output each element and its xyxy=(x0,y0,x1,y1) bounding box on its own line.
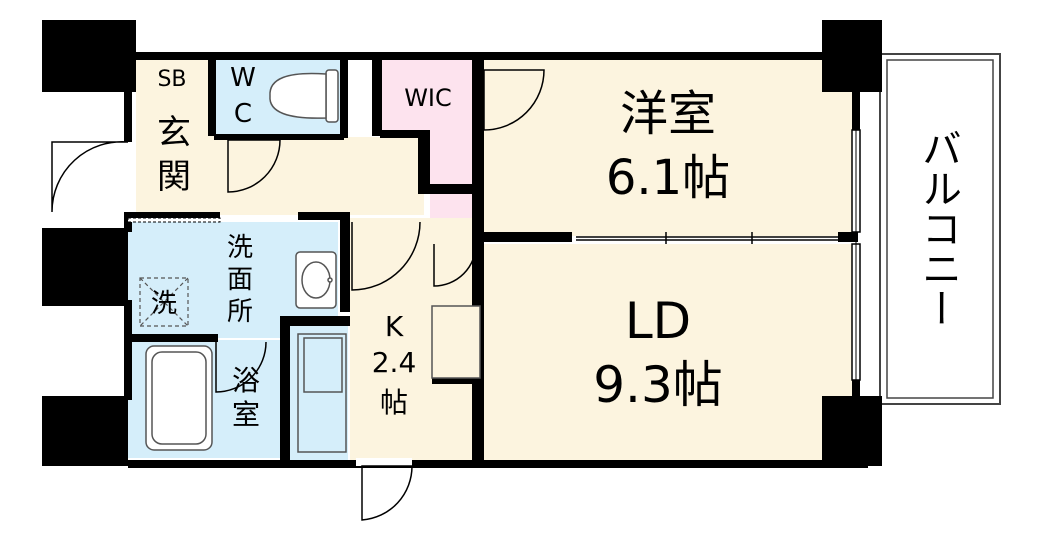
fridge-icon xyxy=(297,333,347,453)
yoshitsu-size: 6.1帖 xyxy=(606,150,730,206)
genkan-label-1: 玄 xyxy=(157,113,191,153)
closet-door xyxy=(433,243,477,287)
wall xyxy=(42,20,136,92)
wc-label-w: W xyxy=(230,63,256,93)
service-door xyxy=(361,465,413,521)
wall xyxy=(380,130,430,138)
wall xyxy=(418,184,478,194)
wall xyxy=(124,300,132,400)
genkan-label-2: 関 xyxy=(157,157,191,197)
yokushitsu-label-1: 浴 xyxy=(232,364,260,397)
toilet-icon xyxy=(269,69,339,123)
wall xyxy=(42,228,128,306)
wall xyxy=(418,134,430,184)
wall xyxy=(340,58,348,138)
sink-icon xyxy=(295,251,337,309)
wc-label-c: C xyxy=(234,99,252,129)
ld-name: LD xyxy=(625,292,691,350)
wall xyxy=(128,334,218,342)
wall xyxy=(280,316,290,462)
wall xyxy=(42,396,128,466)
wall xyxy=(472,232,572,242)
hall-to-kitchen xyxy=(344,218,474,246)
wall xyxy=(208,58,216,136)
wall xyxy=(124,52,132,142)
wic-area xyxy=(380,58,472,132)
yoshitsu-door xyxy=(483,69,545,131)
senmen-label-3: 所 xyxy=(227,297,253,327)
kitchen-size: 2.4 xyxy=(372,346,417,379)
wall xyxy=(852,80,860,130)
senmen-label-2: 面 xyxy=(227,265,253,295)
senmen-label-1: 洗 xyxy=(227,233,253,263)
kitchen-name: K xyxy=(385,310,404,343)
yokushitsu-label-2: 室 xyxy=(232,398,260,431)
sb-area xyxy=(136,58,208,93)
wall xyxy=(432,376,482,384)
wall xyxy=(472,58,484,462)
washing-machine-icon xyxy=(139,277,189,327)
bath-door xyxy=(215,341,267,393)
yoshitsu-name: 洋室 xyxy=(620,86,716,142)
entrance-door xyxy=(51,140,129,213)
wall xyxy=(128,460,868,468)
kitchen-counter xyxy=(431,305,481,379)
wall xyxy=(852,380,860,410)
wall xyxy=(128,52,838,60)
wall xyxy=(128,212,220,218)
corridor-area xyxy=(214,137,424,215)
fridge-area xyxy=(290,326,348,460)
corridor-door xyxy=(227,139,281,193)
sb-label: SB xyxy=(157,67,186,92)
wic-area-lower xyxy=(428,120,472,184)
wall xyxy=(280,316,350,326)
balcony-area xyxy=(879,53,1001,405)
ld-size: 9.3帖 xyxy=(593,356,723,414)
wall xyxy=(214,134,344,140)
ld-door xyxy=(351,221,421,291)
wall xyxy=(838,232,858,242)
ld-area xyxy=(484,244,852,462)
balcony-label: バルコニー xyxy=(915,128,961,328)
wic-label: WIC xyxy=(404,84,452,112)
wall xyxy=(372,58,382,136)
wall xyxy=(356,458,412,466)
wall xyxy=(340,212,350,312)
bathtub-icon xyxy=(145,345,213,451)
wall xyxy=(298,212,348,220)
yoshitsu-area xyxy=(484,58,852,236)
washer-label: 洗 xyxy=(151,289,177,319)
genkan-area xyxy=(136,93,214,213)
kitchen-size-unit: 帖 xyxy=(380,386,408,419)
